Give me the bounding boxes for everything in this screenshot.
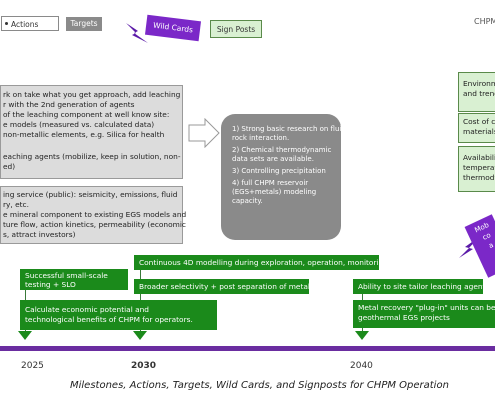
- milestone-box: Metal recovery "plug-in" units can be in…: [353, 300, 495, 328]
- year-label: 2025: [21, 361, 44, 371]
- target-line: (EGS+metals) modeling: [232, 188, 317, 196]
- wild-card-line: a: [487, 240, 495, 251]
- arrow-down-icon: [18, 331, 32, 340]
- target-line: capacity.: [232, 197, 263, 205]
- caption: Milestones, Actions, Targets, Wild Cards…: [70, 380, 449, 391]
- milestone-line: Successful small-scale: [25, 271, 108, 280]
- signpost-card: Environm and trend: [458, 72, 495, 112]
- legend-wild-cards: Wild Cards: [144, 14, 202, 42]
- target-line: data sets are available.: [232, 155, 314, 163]
- target-line: rock interaction.: [232, 134, 290, 142]
- milestone-line: technological benefits of CHPM for opera…: [25, 315, 193, 324]
- milestone-line: Calculate economic potential and: [25, 305, 149, 314]
- brand-label: CHPM: [474, 17, 495, 26]
- target-line: 2) Chemical thermodynamic: [232, 146, 332, 154]
- action-line: non-metallic elements, e.g. Silica for h…: [3, 130, 165, 139]
- signpost-line: materials: [463, 127, 495, 136]
- legend-sign-posts: Sign Posts: [210, 20, 262, 38]
- target-box: 1) Strong basic research on fluid rock i…: [221, 114, 346, 240]
- signpost-card: Cost of co materials: [458, 113, 495, 143]
- action-line: of the leaching component at well know s…: [3, 110, 170, 119]
- action-line: eaching agents (mobilize, keep in soluti…: [3, 152, 181, 161]
- legend-targets: Targets: [66, 17, 102, 31]
- arrow-right-icon: [188, 118, 220, 148]
- action-line: ry, etc.: [3, 200, 29, 209]
- signpost-line: thermody: [463, 173, 495, 182]
- legend-actions-label: Actions: [11, 20, 39, 29]
- action-line: e mineral component to existing EGS mode…: [3, 210, 187, 219]
- action-line: e models (measured vs. calculated data): [3, 120, 155, 129]
- signpost-line: temperat: [463, 163, 495, 172]
- action-line: ed): [3, 162, 16, 171]
- signpost-line: and trend: [463, 89, 495, 98]
- milestone-line: geothermal EGS projects: [358, 313, 450, 322]
- milestone-box: Successful small-scale testing + SLO: [20, 269, 128, 290]
- arrow-down-icon: [355, 331, 369, 340]
- milestone-box: Continuous 4D modelling during explorati…: [134, 255, 388, 270]
- milestone-box: Ability to site tailor leaching agents: [353, 279, 489, 294]
- legend-actions: Actions: [1, 16, 59, 31]
- milestone-line: testing + SLO: [25, 280, 76, 289]
- target-line: 1) Strong basic research on fluid: [232, 125, 346, 133]
- signpost-line: Cost of co: [463, 117, 495, 126]
- actions-block-1: rk on take what you get approach, add le…: [0, 85, 183, 179]
- action-line: s, attract investors): [3, 230, 76, 239]
- action-line: rk on take what you get approach, add le…: [3, 90, 181, 99]
- action-line: ing service (public): seismicity, emissi…: [3, 190, 178, 199]
- target-line: 3) Controlling precipitation: [232, 167, 326, 175]
- year-label: 2040: [350, 361, 373, 371]
- arrow-down-icon: [133, 331, 147, 340]
- milestone-line: Metal recovery "plug-in" units can be in…: [358, 303, 495, 312]
- target-line: 4) full CHPM reservoir: [232, 179, 309, 187]
- lightning-icon: [126, 23, 148, 43]
- signpost-card: Availabili temperat thermody: [458, 146, 495, 192]
- action-line: ture flow, action kinetics, permeability…: [3, 220, 186, 229]
- action-line: r with the 2nd generation of agents: [3, 100, 135, 109]
- timeline-bar: [0, 346, 495, 351]
- signpost-line: Availabili: [463, 153, 495, 162]
- year-label: 2030: [131, 361, 157, 371]
- bullet-icon: [5, 22, 8, 25]
- signpost-line: Environm: [463, 79, 495, 88]
- milestone-box: Broader selectivity + post separation of…: [134, 279, 314, 294]
- milestone-box: Calculate economic potential and technol…: [20, 300, 217, 330]
- actions-block-2: ing service (public): seismicity, emissi…: [0, 186, 187, 244]
